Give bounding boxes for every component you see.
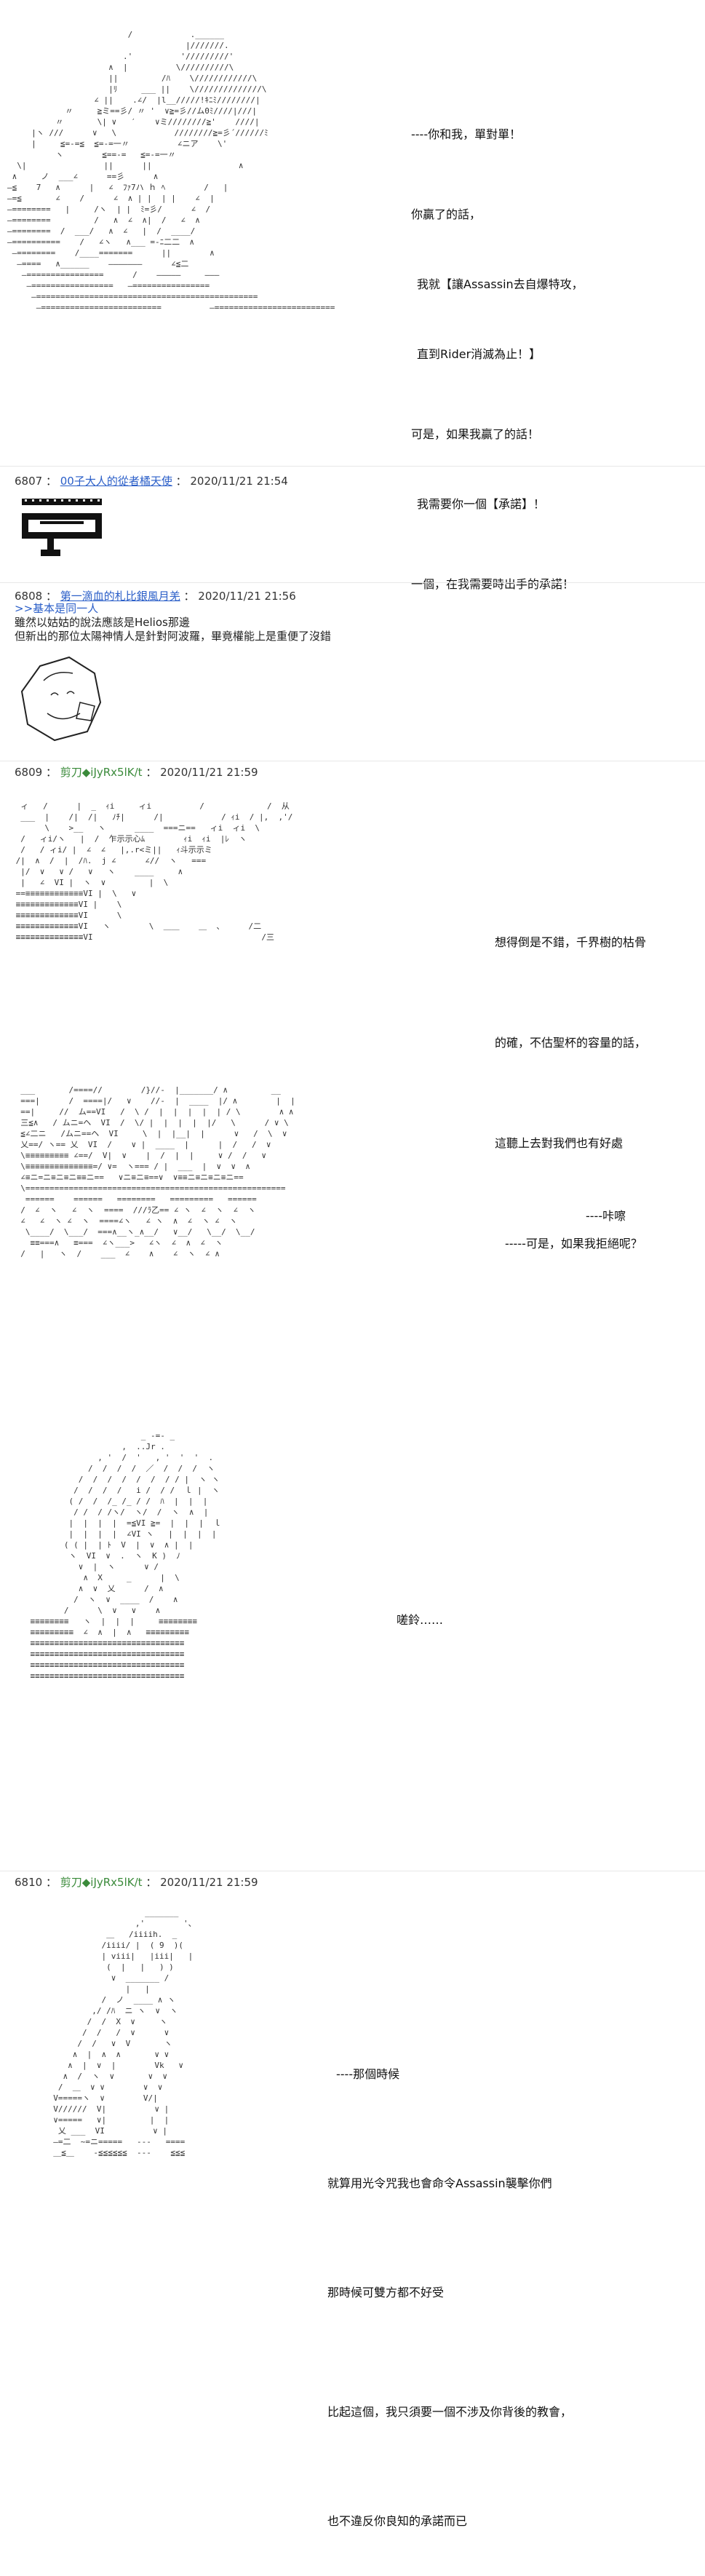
post-number: 6807: [15, 475, 43, 488]
post-text-line: 但新出的那位太陽神情人是針對阿波羅，畢竟權能上是重便了沒錯: [15, 630, 332, 643]
post-number: 6810: [15, 1876, 43, 1889]
separator: [0, 466, 705, 467]
poster-trip: ◆iJyRx5lK/t: [81, 766, 143, 779]
post-header-6809: 6809 ： 剪刀◆iJyRx5lK/t ： 2020/11/21 21:59: [15, 766, 258, 779]
sketch-face-image: [20, 656, 102, 742]
dialog-line: 可是，如果我贏了的話！: [411, 427, 540, 441]
post-body-6808: >>基本是同一人 雖然以姑姑的說法應該是Helios那邊 但新出的那位太陽神情人…: [15, 602, 331, 643]
dialog-line: ----那個時候: [336, 2067, 400, 2081]
dialog-line: 這聽上去對我們也有好處: [495, 1136, 624, 1150]
separator: [0, 582, 705, 583]
dialog-line: 的確，不估聖杯的容量的話，: [495, 1036, 647, 1050]
dialog-line: 就算用光令咒我也會命令Assassin襲擊你們: [327, 2176, 552, 2190]
dialog-panel-2: 想得倒是不錯，千界樹的枯骨 的確，不估聖杯的容量的話， 這聽上去對我們也有好處 …: [495, 859, 646, 1294]
dialog-panel-1: ----你和我，單對單！ 你贏了的話， 我就【讓Assassin去自爆特攻， 直…: [411, 76, 583, 619]
ascii-art-panel-5: _______ ,' '、 ＿ /iiiih. _ /iiii/ | ( 9 )…: [53, 1908, 196, 2157]
dialog-line: 我需要你一個【承諾】！: [417, 497, 546, 511]
poster-name-link[interactable]: 剪刀: [60, 1876, 82, 1889]
dialog-line: 比起這個，我只須要一個不涉及你背後的教會，: [327, 2405, 573, 2419]
ascii-art-panel-3: ___ /====// /}//- |_______/ ∧ __ ===| / …: [20, 1085, 295, 1259]
sound-effect-text: ----咔嚓: [586, 1209, 626, 1223]
ascii-art-panel-1: / .______ |///////. .' '/////////' ∧ | \…: [7, 30, 335, 312]
post-number: 6808: [15, 590, 43, 603]
pixel-stamp-image: [22, 499, 102, 556]
dialog-line: 我就【讓Assassin去自爆特攻，: [417, 277, 583, 291]
post-header-6808: 6808 ： 第一滴血的札比銀風月羌 ： 2020/11/21 21:56: [15, 590, 296, 603]
dialog-line: 那時候可雙方都不好受: [327, 2286, 445, 2299]
dialog-panel-5: ----那個時候 就算用光令咒我也會命令Assassin襲擊你們 那時候可雙方都…: [327, 1983, 572, 2576]
dialog-line: 你贏了的話，: [411, 207, 482, 221]
sigh-text: 嗟鈴……: [397, 1613, 444, 1627]
reply-link[interactable]: >>基本是同一人: [15, 602, 99, 615]
poster-name-link[interactable]: 剪刀: [60, 766, 82, 779]
post-date: 2020/11/21 21:54: [190, 475, 288, 488]
post-text-line: 雖然以姑姑的說法應該是Helios那邊: [15, 616, 190, 629]
post-header-6810: 6810 ： 剪刀◆iJyRx5lK/t ： 2020/11/21 21:59: [15, 1876, 258, 1889]
ascii-art-panel-2: ィ / | _ ｨi ィi / / 从 ___ | /| /| ﾉﾁ| /| /…: [15, 801, 293, 942]
ascii-art-panel-4: _ -=- _ , ..Jr . , ' / ' , ' ' ' . / / /…: [30, 1431, 222, 1681]
post-number: 6809: [15, 766, 43, 779]
dialog-line: 想得倒是不錯，千界樹的枯骨: [495, 935, 647, 949]
poster-name-link[interactable]: 00子大人的從者橘天使: [60, 475, 172, 488]
post-date: 2020/11/21 21:56: [198, 590, 296, 603]
dialog-line: 也不違反你良知的承諾而已: [327, 2514, 468, 2528]
post-date: 2020/11/21 21:59: [160, 1876, 258, 1889]
dialog-line: 直到Rider消滅為止！】: [417, 347, 541, 361]
dialog-line: -----可是，如果我拒絕呢？: [505, 1237, 642, 1251]
dialog-line: 一個，在我需要時出手的承諾！: [411, 577, 575, 591]
post-header-6807: 6807 ： 00子大人的從者橘天使 ： 2020/11/21 21:54: [15, 475, 288, 488]
post-date: 2020/11/21 21:59: [160, 766, 258, 779]
dialog-line: ----你和我，單對單！: [411, 127, 522, 141]
poster-name-link[interactable]: 第一滴血的札比銀風月羌: [60, 590, 180, 603]
poster-trip: ◆iJyRx5lK/t: [81, 1876, 143, 1889]
